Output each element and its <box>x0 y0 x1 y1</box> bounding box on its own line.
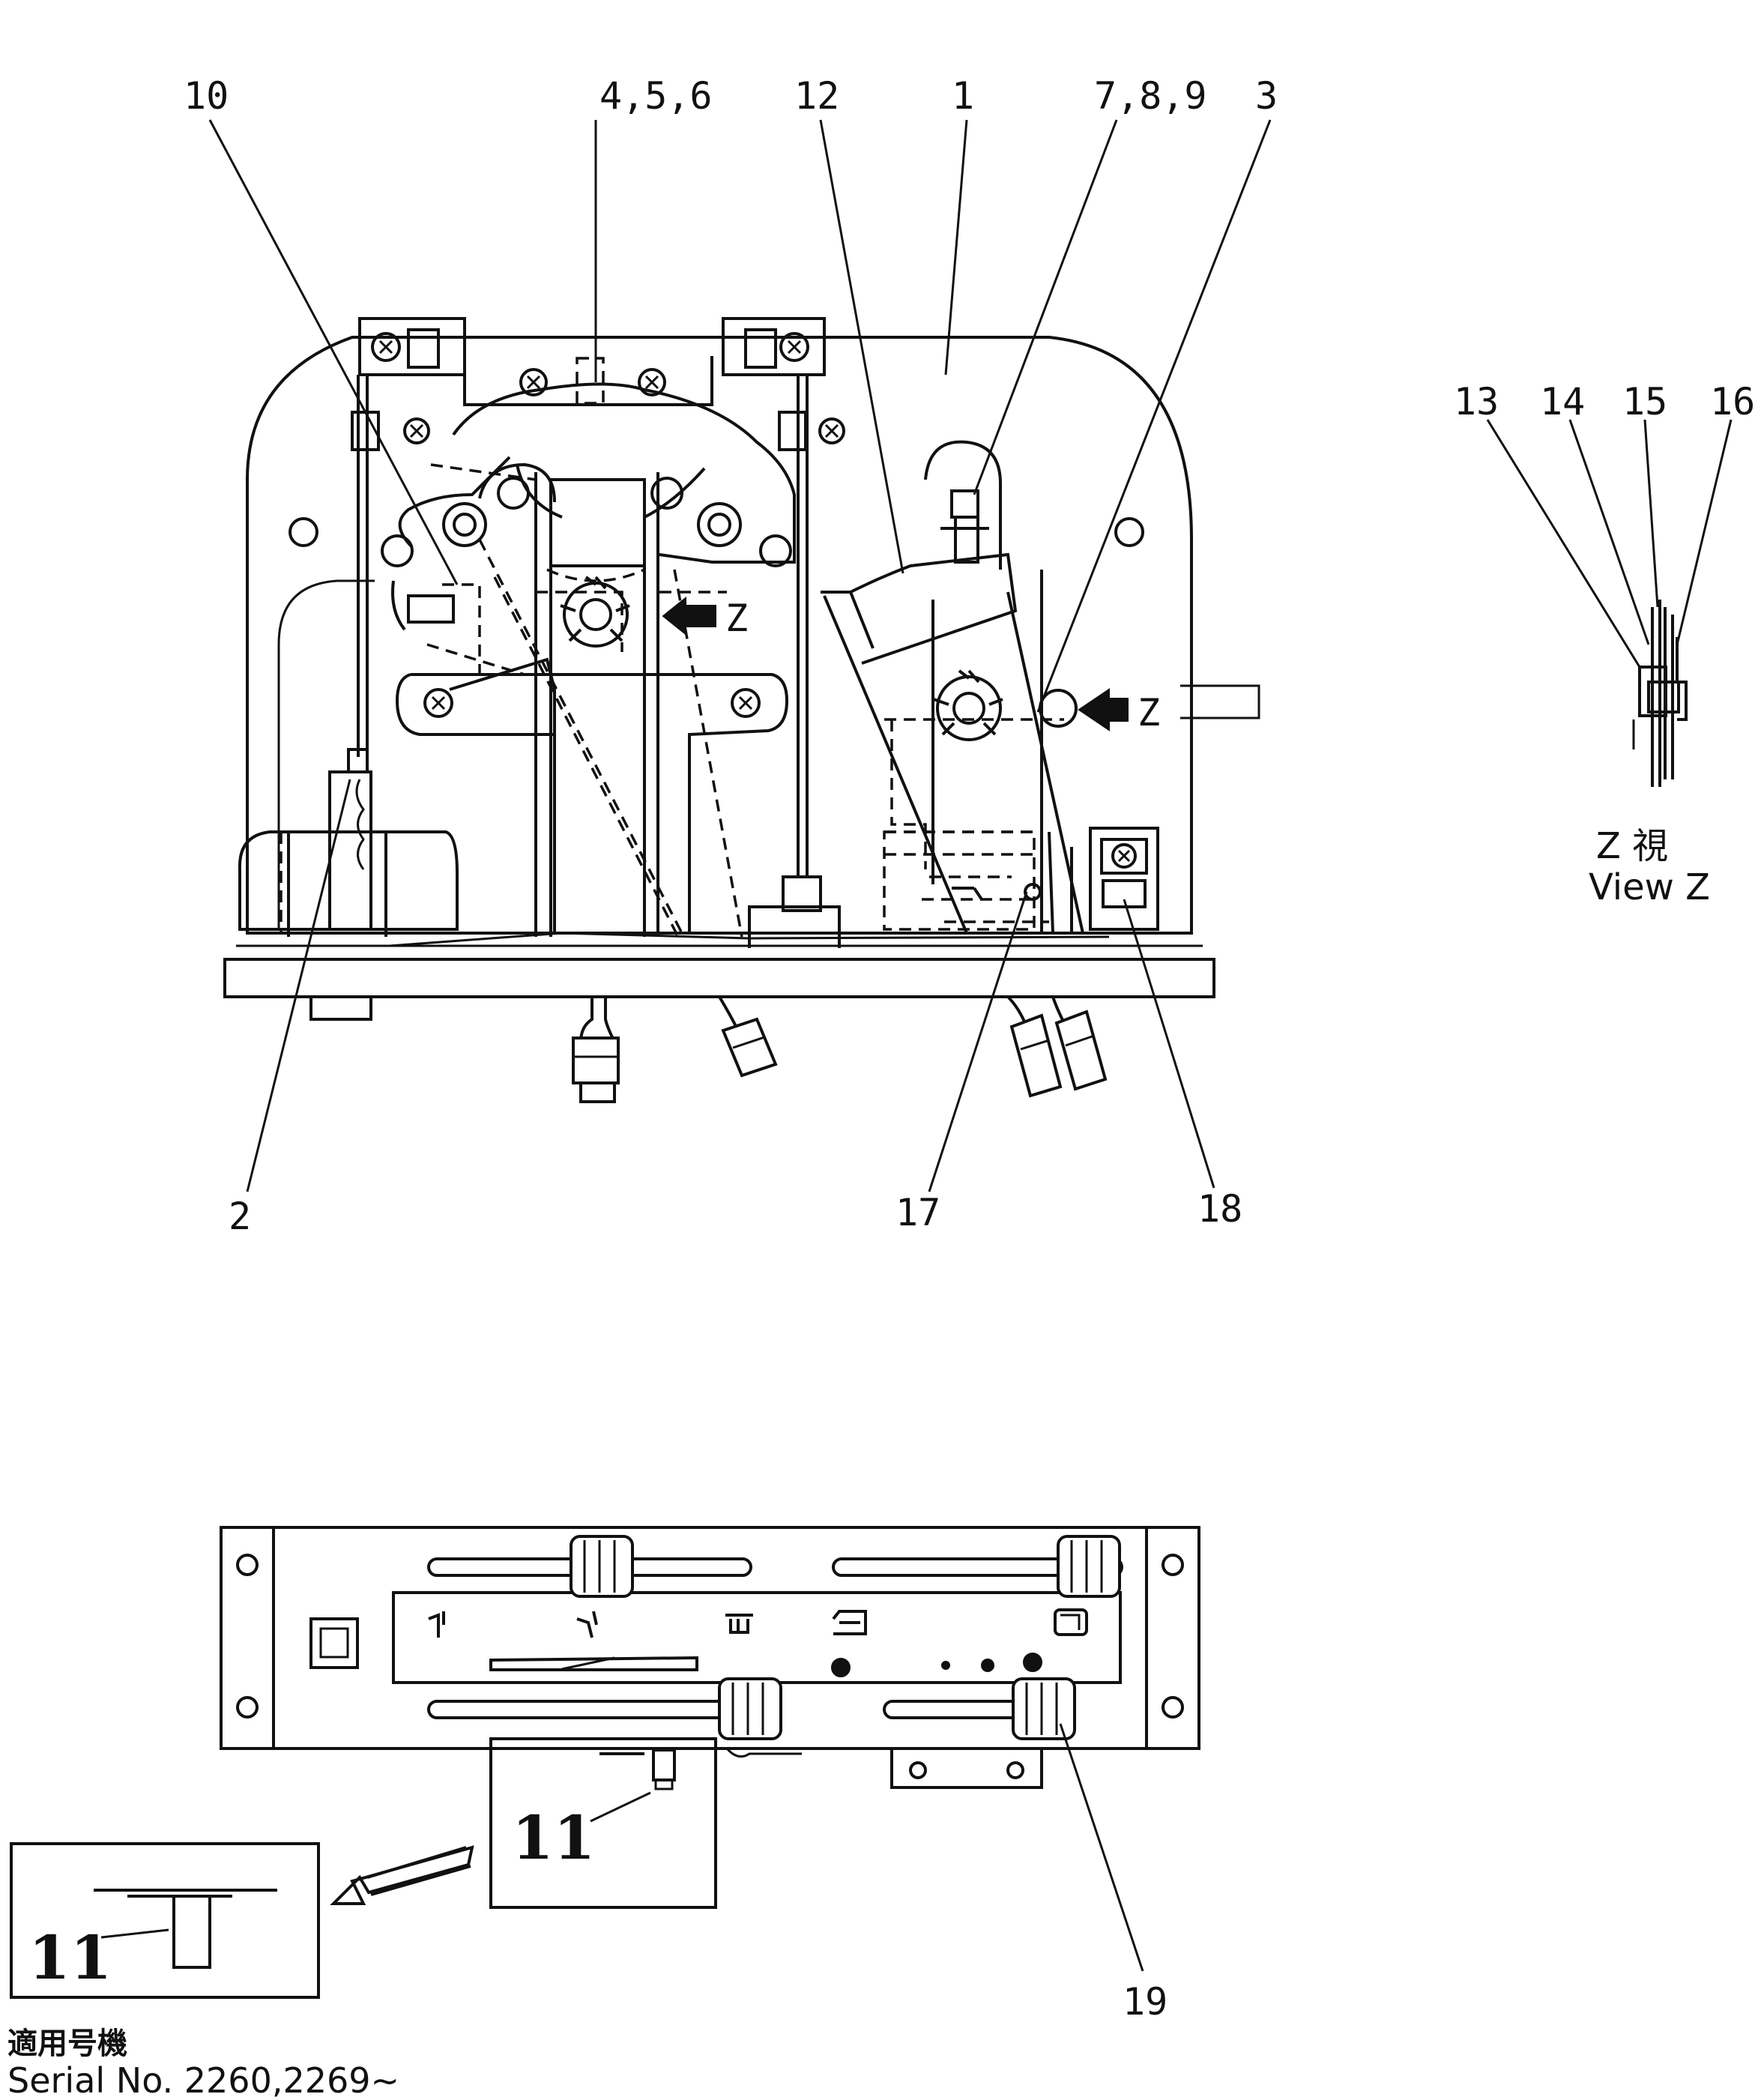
right-flap-assembly <box>821 440 1159 1098</box>
mode-icons <box>428 1608 1088 1638</box>
callout-11-left: 11 <box>28 1922 112 1993</box>
callout-19: 19 <box>1123 1980 1168 2024</box>
serial-note-jp: 適用号機 <box>7 2027 127 2061</box>
callout-4-5-6: 4,5,6 <box>599 74 713 118</box>
serial-note-en: Serial No. 2260,2269~ <box>7 2060 399 2100</box>
detail-11-left: 11 <box>10 1842 320 1999</box>
detail-arrow <box>330 1845 474 1905</box>
z-label-left: Z <box>725 597 748 640</box>
callout-17: 17 <box>895 1191 940 1234</box>
connectors-bottom-left <box>572 995 778 1103</box>
slider-track-bottom-left <box>427 1700 752 1719</box>
view-z-caption-jp: Z 視 <box>1596 825 1668 867</box>
control-panel: 19 <box>220 1526 1200 2024</box>
view-z-caption-en: View Z <box>1589 866 1710 908</box>
fan-speed-indicators <box>831 1653 1042 1677</box>
callout-16: 16 <box>1710 380 1755 423</box>
square-button[interactable] <box>309 1617 359 1669</box>
left-actuator <box>238 748 459 937</box>
top-callouts: 10 4,5,6 12 1 7,8,9 3 2 17 18 <box>184 74 1278 1238</box>
callout-2: 2 <box>229 1195 251 1238</box>
gear-left <box>560 576 630 648</box>
view-z-detail: 13 14 15 16 Z 視 View Z <box>1454 380 1755 908</box>
slider-knob-temp[interactable] <box>718 1677 782 1740</box>
callout-13: 13 <box>1454 380 1499 423</box>
z-arrow-right: Z <box>1078 684 1260 734</box>
slider-knob-fan[interactable] <box>1012 1677 1076 1740</box>
callout-18: 18 <box>1197 1187 1242 1231</box>
callout-7-8-9: 7,8,9 <box>1094 74 1207 118</box>
callout-12: 12 <box>794 74 839 118</box>
z-label-right: Z <box>1138 691 1160 734</box>
main-housing <box>223 336 1215 1021</box>
mount-hole-right <box>1114 517 1144 547</box>
callout-14: 14 <box>1540 380 1585 423</box>
top-brackets <box>358 317 826 406</box>
mount-hole-left <box>289 517 318 547</box>
slider-track-top-right <box>832 1557 1123 1577</box>
control-rods <box>351 375 845 948</box>
callout-1: 1 <box>952 74 974 118</box>
slider-knob-mode[interactable] <box>570 1535 634 1598</box>
callout-3: 3 <box>1255 74 1278 118</box>
callout-15: 15 <box>1622 380 1667 423</box>
callout-10: 10 <box>184 74 229 118</box>
detail-11-center: 11 <box>489 1737 717 1909</box>
slider-knob-intake[interactable] <box>1057 1535 1121 1598</box>
callout-11-center: 11 <box>512 1802 595 1873</box>
center-linkage <box>381 382 796 938</box>
z-arrow-left: Z <box>662 596 748 640</box>
gear-right <box>933 669 1003 741</box>
